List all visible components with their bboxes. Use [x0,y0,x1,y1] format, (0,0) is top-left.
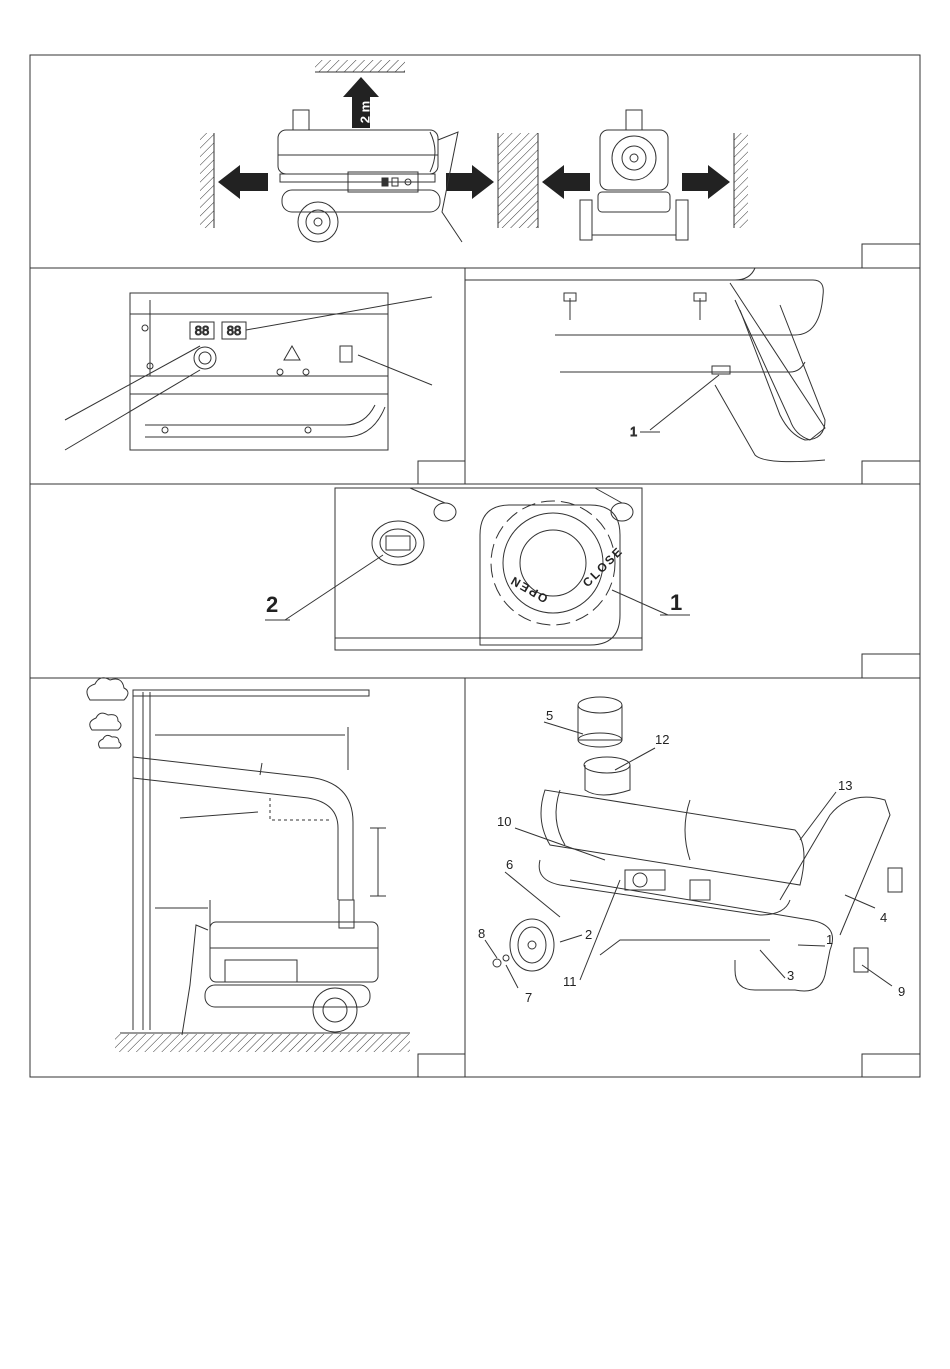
cap-close-label: CLOSE [580,544,626,590]
fuel-cap-view: OPEN CLOSE 2 1 [265,488,690,650]
callout-label: 1 [826,932,833,947]
exploded-view [493,697,902,991]
callout-label: 9 [898,984,905,999]
callout-label: 2 [585,927,592,942]
callout-label: 2 [266,592,278,617]
thermostat-knob [194,347,216,369]
callout-label: 8 [478,926,485,941]
callout-label: 5 [546,708,553,723]
arrow-right-icon [446,165,494,199]
arrow-left-icon [542,165,590,199]
heater-body [539,757,804,915]
callout-label: 3 [787,968,794,983]
base-view: 1 [465,268,825,462]
svg-text:88: 88 [195,323,209,338]
heater-front-view [580,110,688,240]
page-frame [30,55,920,1077]
callout-label: 1 [630,424,637,439]
top-distance-label: 2 m [357,101,372,123]
callout-label: 7 [525,990,532,1005]
arrow-left-icon [218,165,268,199]
controls-panel: 88 88 [65,293,432,450]
exploded-callouts: 5 12 13 10 6 4 8 2 1 3 7 11 9 [478,708,905,1005]
callout-label: 13 [838,778,852,793]
fuel-gauge [372,521,424,565]
smoke-icon [87,678,128,748]
callout-label: 10 [497,814,511,829]
arrow-up-icon: 2 m [343,77,379,128]
callout-label: 12 [655,732,669,747]
callout-label: 4 [880,910,887,925]
cap-open-label: OPEN [507,573,550,606]
arrow-right-icon [682,165,730,199]
power-switch [340,346,352,362]
callout-label: 11 [563,974,577,989]
callout-label: 6 [506,857,513,872]
digital-display: 88 88 [190,322,246,339]
chimney-installation-view [87,678,410,1052]
drain-plug [712,366,730,374]
callout-label: 1 [670,590,682,615]
wheel [510,919,554,971]
warning-icon [284,346,300,360]
heater-side-view [278,110,462,242]
clearance-panel: 2 m [200,60,748,242]
chimney-cap [578,697,622,747]
svg-text:88: 88 [227,323,241,338]
